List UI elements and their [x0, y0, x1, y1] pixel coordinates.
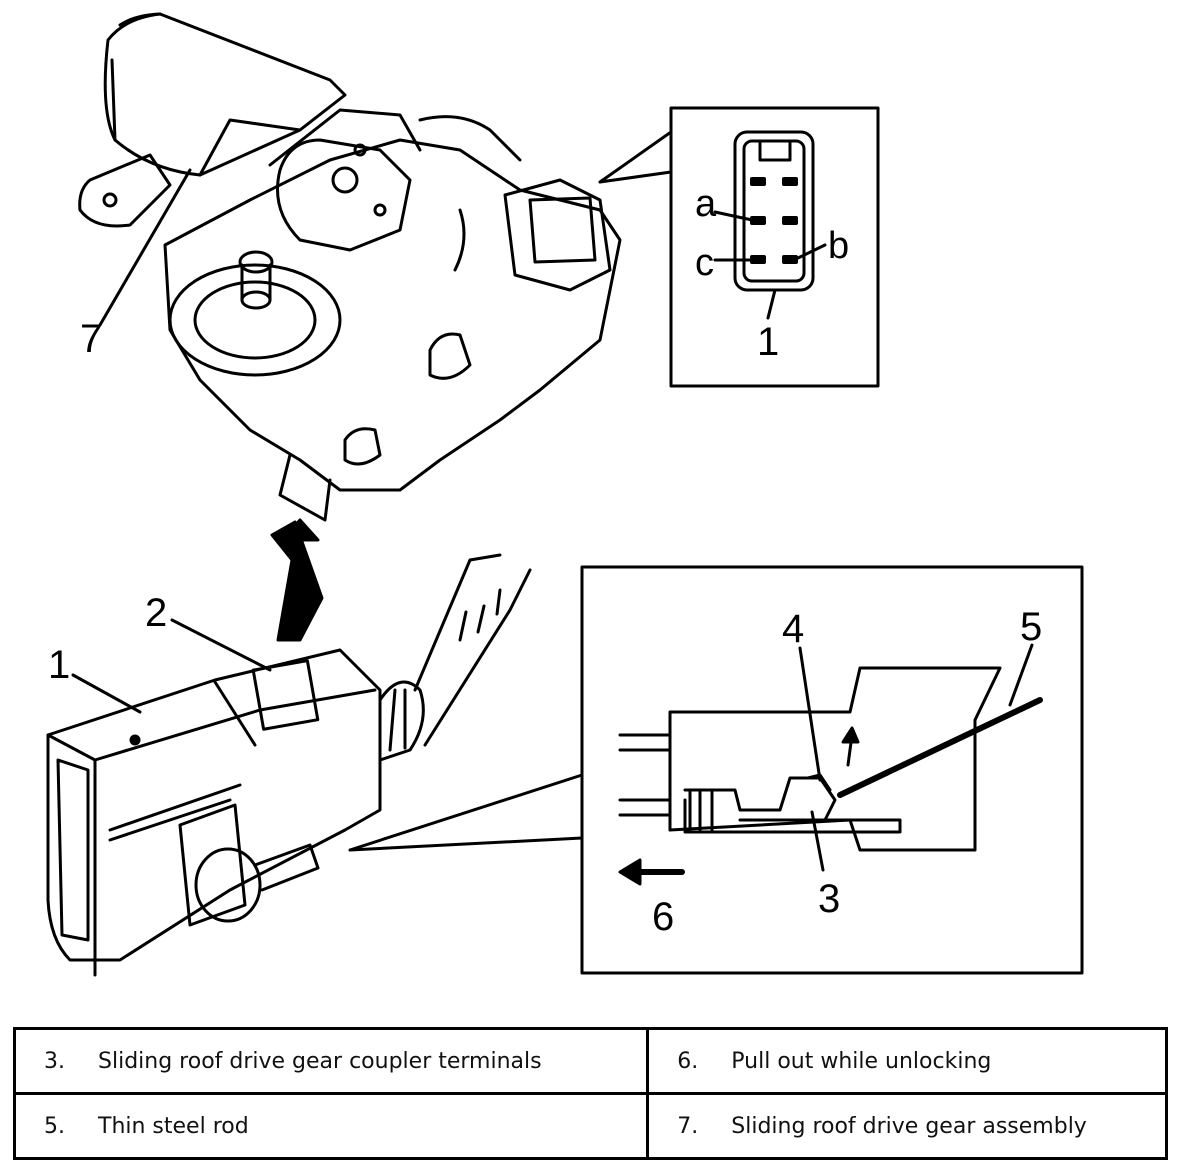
steel-rod [837, 697, 1043, 798]
legend-cell: 3. Sliding roof drive gear coupler termin… [12, 1027, 650, 1095]
legend-cell: 5. Thin steel rod [12, 1092, 650, 1160]
legend-table: 3. Sliding roof drive gear coupler termin… [12, 1027, 1168, 1160]
leader-2 [170, 618, 272, 672]
terminal-inset-leader [348, 773, 584, 852]
drive-gear-assembly [78, 12, 622, 522]
callout-c: c [695, 242, 714, 284]
terminal-inset-frame [580, 565, 1084, 975]
pinout-pins [750, 177, 798, 264]
coupler [46, 553, 532, 977]
leader-a [713, 210, 754, 222]
legend-row: 5. Thin steel rod 7. Sliding roof drive ge… [12, 1092, 1168, 1160]
legend-number: 5. [44, 1113, 65, 1139]
callout-5: 5 [1020, 605, 1042, 649]
legend-row: 3. Sliding roof drive gear coupler termin… [12, 1027, 1168, 1095]
callout-3: 3 [818, 877, 840, 921]
leader-7 [98, 168, 192, 327]
callout-1: 1 [48, 643, 70, 687]
leader-5 [1008, 643, 1034, 707]
callout-4: 4 [782, 607, 804, 651]
legend-text: Pull out while unlocking [731, 1048, 992, 1074]
callout-b: b [828, 225, 849, 267]
leader-b [796, 243, 827, 260]
leader-3 [810, 810, 825, 872]
callout-7: 7 [80, 317, 102, 361]
leader-inset-1 [766, 288, 777, 320]
legend-text: Thin steel rod [98, 1113, 249, 1139]
exploded-diagram: 7 a b c 1 1 2 4 5 3 6 [46, 12, 1084, 977]
pinout-leader [598, 130, 673, 184]
legend-cell: 7. Sliding roof drive gear assembly [646, 1092, 1168, 1160]
leader-1 [71, 673, 142, 714]
legend-number: 7. [677, 1113, 699, 1139]
pinout-inset-frame [669, 106, 880, 388]
pinout-connector [733, 130, 815, 292]
callout-a: a [695, 183, 717, 225]
callout-inset-1: 1 [757, 320, 779, 364]
legend-text: Sliding roof drive gear assembly [731, 1113, 1087, 1139]
legend-number: 6. [677, 1048, 699, 1074]
legend-text: Sliding roof drive gear coupler terminal… [98, 1048, 542, 1074]
callout-6: 6 [652, 895, 674, 939]
legend-cell: 6. Pull out while unlocking [646, 1027, 1168, 1095]
leader-4 [798, 646, 822, 782]
legend-number: 3. [44, 1048, 65, 1074]
terminal-detail [618, 666, 1002, 852]
callout-2: 2 [145, 591, 167, 635]
